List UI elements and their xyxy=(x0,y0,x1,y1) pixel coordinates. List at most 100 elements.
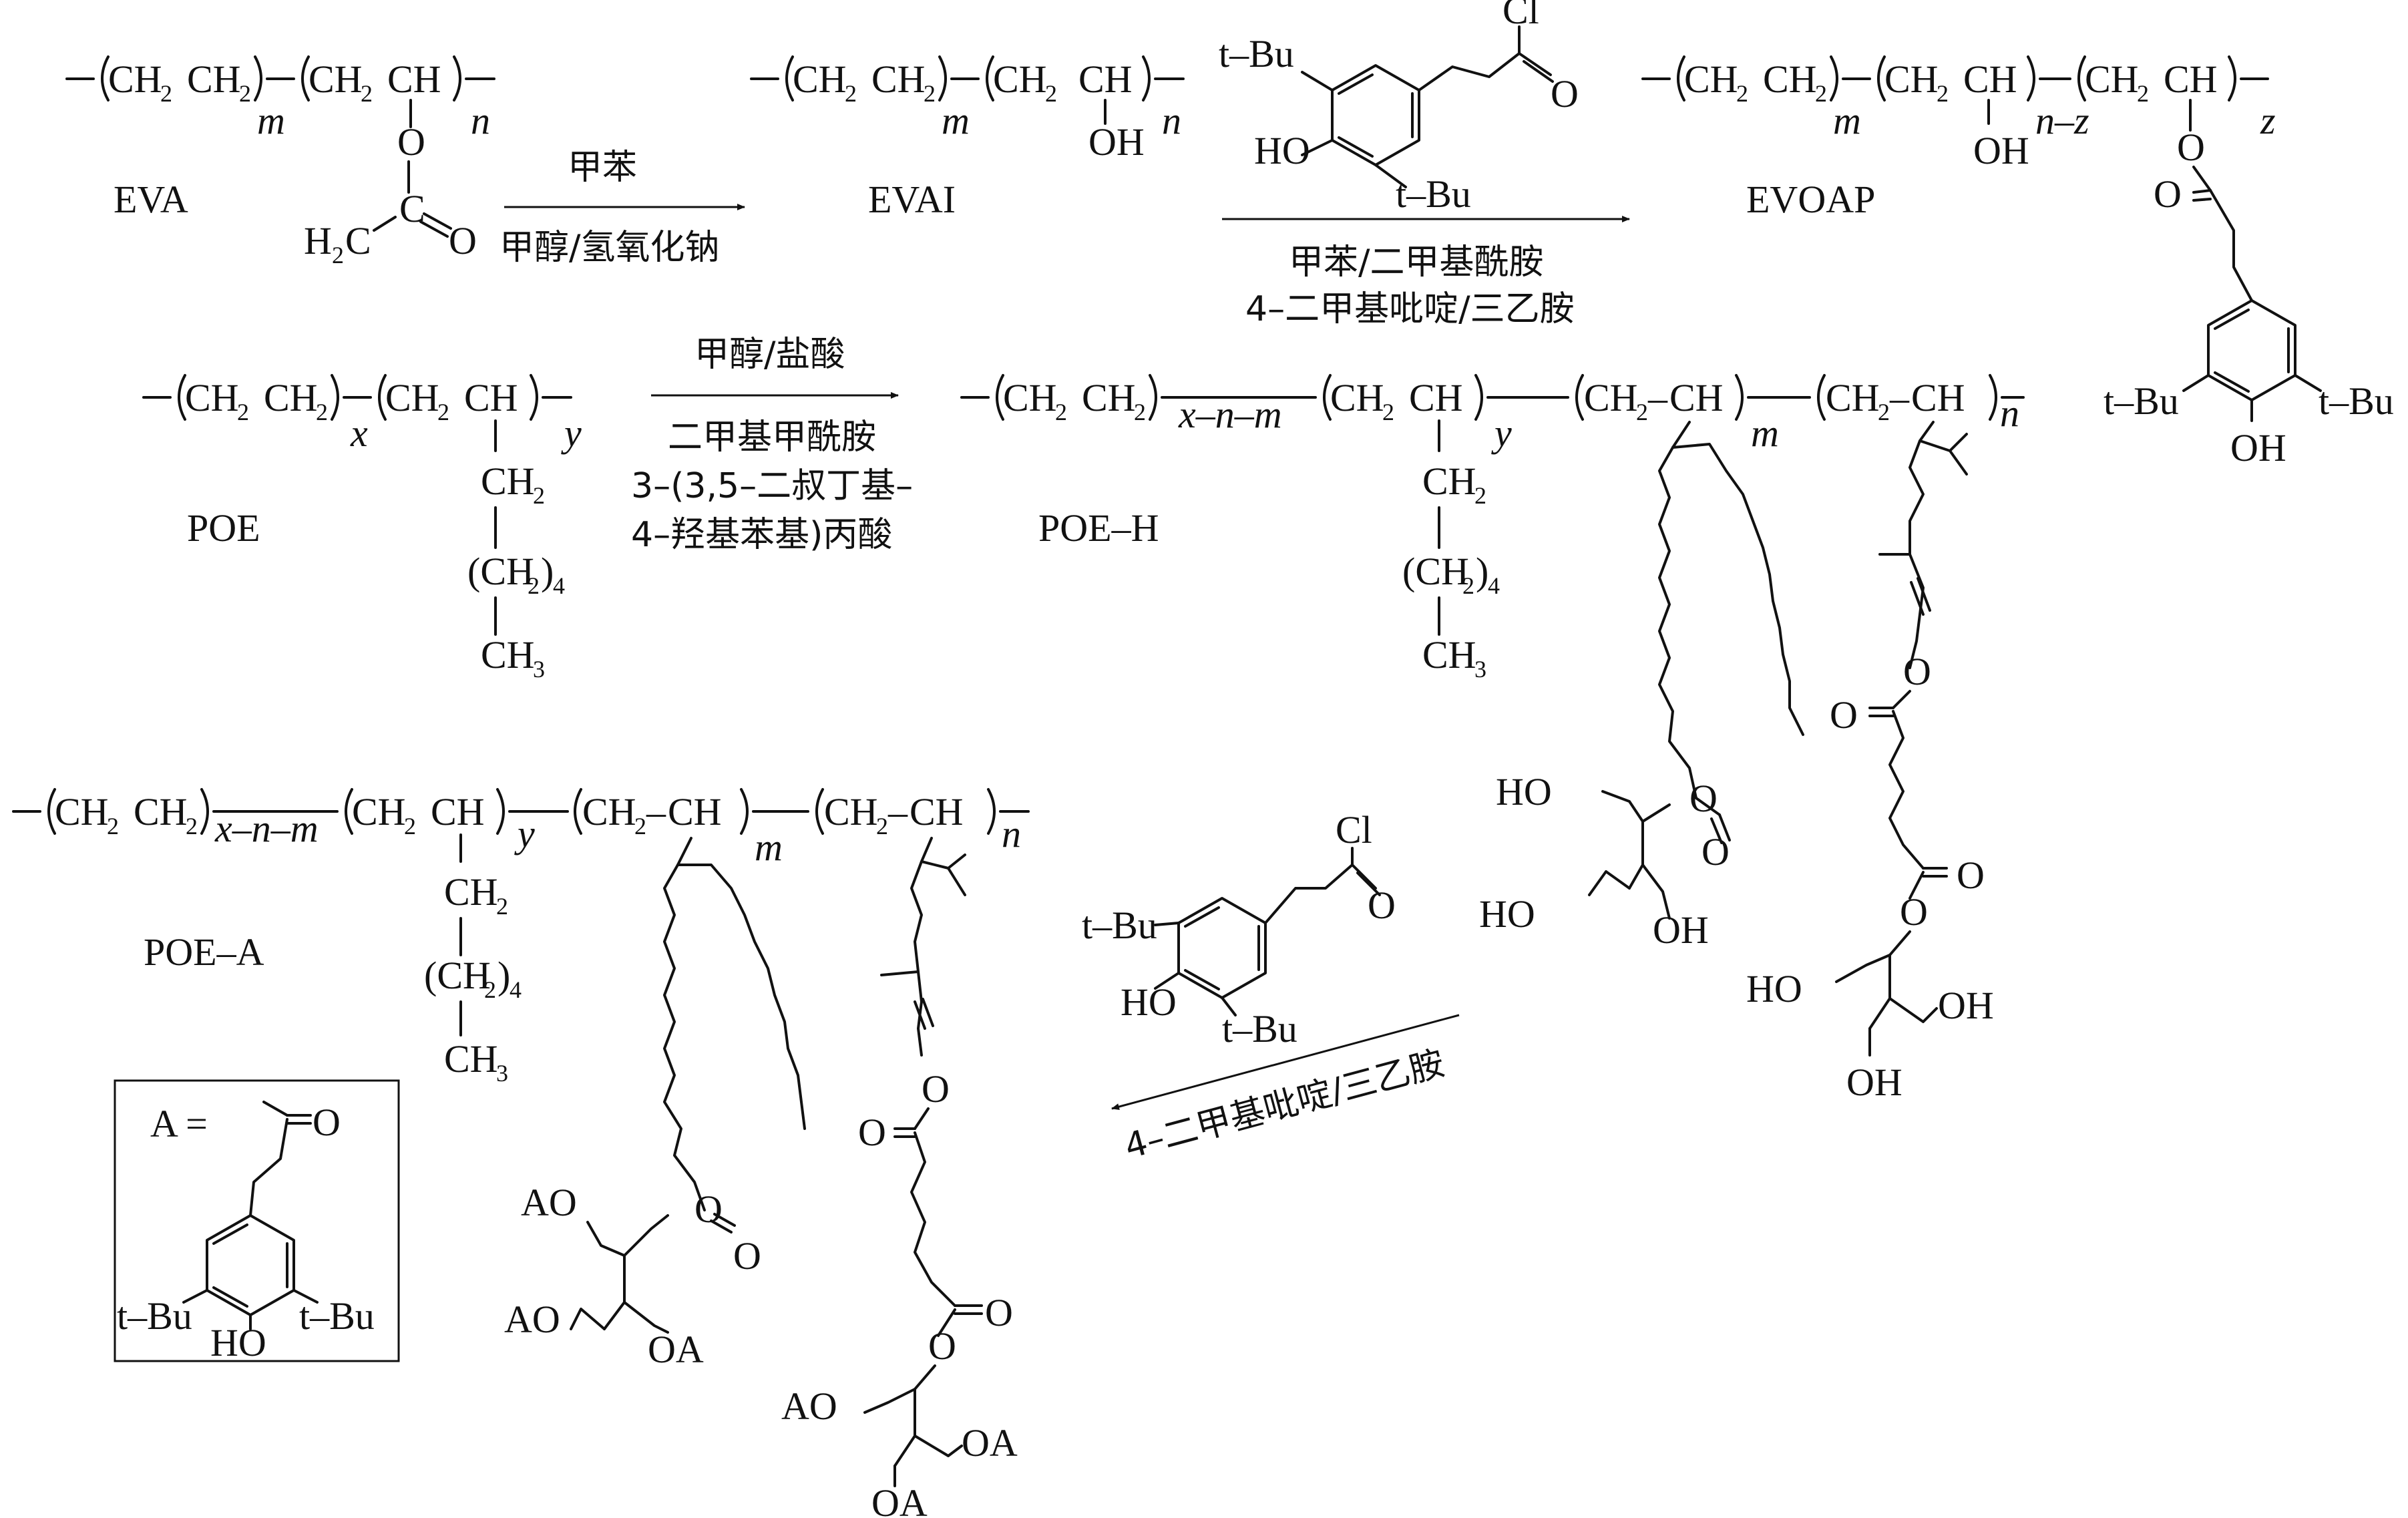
svg-text:HO: HO xyxy=(1121,980,1177,1024)
svg-text:2: 2 xyxy=(2137,80,2149,107)
svg-text:2: 2 xyxy=(437,399,449,425)
svg-text:O: O xyxy=(1689,777,1718,820)
label-poe-h: POE–H xyxy=(1038,506,1159,550)
svg-text:2: 2 xyxy=(876,813,888,839)
svg-text:C: C xyxy=(345,219,371,262)
label-poe: POE xyxy=(187,506,260,550)
svg-text:n: n xyxy=(2000,391,2019,435)
svg-text:CH: CH xyxy=(1078,57,1133,101)
svg-text:CH: CH xyxy=(871,57,926,101)
svg-text:t–Bu: t–Bu xyxy=(117,1294,192,1338)
a-definition-box: A = O t–Bu t–Bu HO xyxy=(114,1079,400,1364)
svg-text:–: – xyxy=(646,790,666,833)
eva-ch2-a: CH xyxy=(108,57,162,101)
svg-text:AO: AO xyxy=(504,1298,560,1341)
svg-text:CH: CH xyxy=(1409,376,1463,419)
label-eva: EVA xyxy=(114,178,188,221)
svg-text:HO: HO xyxy=(1254,129,1310,172)
svg-text:CH: CH xyxy=(431,790,485,833)
svg-text:CH: CH xyxy=(481,633,535,677)
svg-text:2: 2 xyxy=(1878,399,1890,425)
svg-text:CH: CH xyxy=(2164,57,2218,101)
svg-text:CH: CH xyxy=(134,790,188,833)
evai-structure: CH 2 CH 2 m CH 2 CH n OH xyxy=(750,55,1185,164)
svg-text:2: 2 xyxy=(332,242,344,268)
svg-text:CH: CH xyxy=(1684,57,1738,101)
eva-ch2-b: CH xyxy=(187,57,241,101)
svg-text:O: O xyxy=(1903,650,1931,693)
svg-text:4: 4 xyxy=(510,976,522,1003)
svg-text:H: H xyxy=(304,219,332,262)
svg-text:HO: HO xyxy=(1746,967,1802,1010)
svg-text:O: O xyxy=(1701,830,1730,874)
svg-text:CH: CH xyxy=(993,57,1047,101)
svg-text:m: m xyxy=(942,99,970,142)
svg-text:2: 2 xyxy=(1474,482,1486,509)
svg-text:(CH: (CH xyxy=(424,954,491,997)
svg-text:O: O xyxy=(985,1291,1013,1334)
svg-text:CH: CH xyxy=(444,1037,498,1081)
svg-text:z: z xyxy=(2260,99,2276,142)
svg-text:): ) xyxy=(541,550,554,593)
svg-text:t–Bu: t–Bu xyxy=(299,1294,375,1338)
svg-text:x: x xyxy=(350,411,368,455)
svg-text:AO: AO xyxy=(781,1384,837,1428)
svg-text:2: 2 xyxy=(1045,80,1057,107)
svg-text:x–n–m: x–n–m xyxy=(1178,393,1282,436)
svg-text:O: O xyxy=(2177,126,2205,169)
r2-reagent-line1: 甲苯/二甲基酰胺 xyxy=(1289,242,1544,282)
svg-text:2: 2 xyxy=(1055,399,1067,425)
svg-text:2: 2 xyxy=(533,482,545,509)
eva-structure: CH 2 CH 2 m CH 2 CH n O C O H 2 C xyxy=(65,55,495,268)
label-poe-a: POE–A xyxy=(144,930,264,974)
svg-text:OH: OH xyxy=(1653,908,1709,952)
svg-text:y: y xyxy=(561,411,582,455)
acyl-chloride-reagent-bottom: Cl O t–Bu HO t–Bu xyxy=(1082,808,1396,1051)
svg-text:2: 2 xyxy=(845,80,857,107)
svg-text:Cl: Cl xyxy=(1502,0,1539,32)
svg-text:x–n–m: x–n–m xyxy=(214,807,319,850)
svg-text:m: m xyxy=(1833,99,1861,142)
r3-reagent-above: 甲醇/盐酸 xyxy=(694,335,845,375)
svg-text:CH: CH xyxy=(1763,57,1817,101)
svg-text:n: n xyxy=(471,99,490,142)
label-evai: EVAI xyxy=(868,178,956,221)
reaction-arrow-2: 甲苯/二甲基酰胺 4–二甲基吡啶/三乙胺 xyxy=(1222,216,1630,329)
r3-reagent-line3: 4–羟基苯基)丙酸 xyxy=(631,515,892,555)
svg-text:OH: OH xyxy=(1088,120,1145,164)
reaction-arrow-1: 甲苯 甲醇/氢氧化钠 xyxy=(499,148,745,268)
svg-text:CH: CH xyxy=(185,376,239,419)
svg-text:–: – xyxy=(1647,376,1668,419)
svg-text:2: 2 xyxy=(1462,572,1474,599)
poe-structure: CH 2 CH 2 x CH 2 CH y CH 2 (CH 2 ) 4 CH … xyxy=(142,374,582,683)
svg-text:O: O xyxy=(313,1101,341,1144)
svg-text:CH: CH xyxy=(1963,57,2017,101)
svg-text:CH: CH xyxy=(793,57,847,101)
svg-text:CH: CH xyxy=(464,376,518,419)
svg-text:CH: CH xyxy=(910,790,964,833)
svg-text:O: O xyxy=(858,1111,886,1154)
svg-text:4: 4 xyxy=(1488,572,1500,599)
svg-text:2: 2 xyxy=(528,572,540,599)
svg-text:y: y xyxy=(1491,411,1512,455)
svg-text:OH: OH xyxy=(2230,426,2286,469)
svg-text:HO: HO xyxy=(1479,892,1535,936)
svg-text:t–Bu: t–Bu xyxy=(1219,32,1294,75)
svg-text:O: O xyxy=(1830,693,1858,737)
svg-text:OH: OH xyxy=(1846,1061,1902,1104)
svg-text:HO: HO xyxy=(210,1321,266,1364)
svg-text:OH: OH xyxy=(1973,129,2029,172)
acyl-chloride-reagent-top: Cl O t–Bu HO t–Bu xyxy=(1219,0,1579,216)
svg-text:–: – xyxy=(887,790,908,833)
svg-text:CH: CH xyxy=(1003,376,1057,419)
svg-text:2: 2 xyxy=(1134,399,1146,425)
svg-text:CH: CH xyxy=(1330,376,1384,419)
svg-text:2: 2 xyxy=(1815,80,1827,107)
svg-text:2: 2 xyxy=(361,80,373,107)
r1-reagent-above: 甲苯 xyxy=(568,148,637,188)
svg-text:CH: CH xyxy=(352,790,406,833)
svg-text:m: m xyxy=(257,99,285,142)
svg-text:2: 2 xyxy=(1736,80,1748,107)
svg-text:CH: CH xyxy=(1826,376,1880,419)
